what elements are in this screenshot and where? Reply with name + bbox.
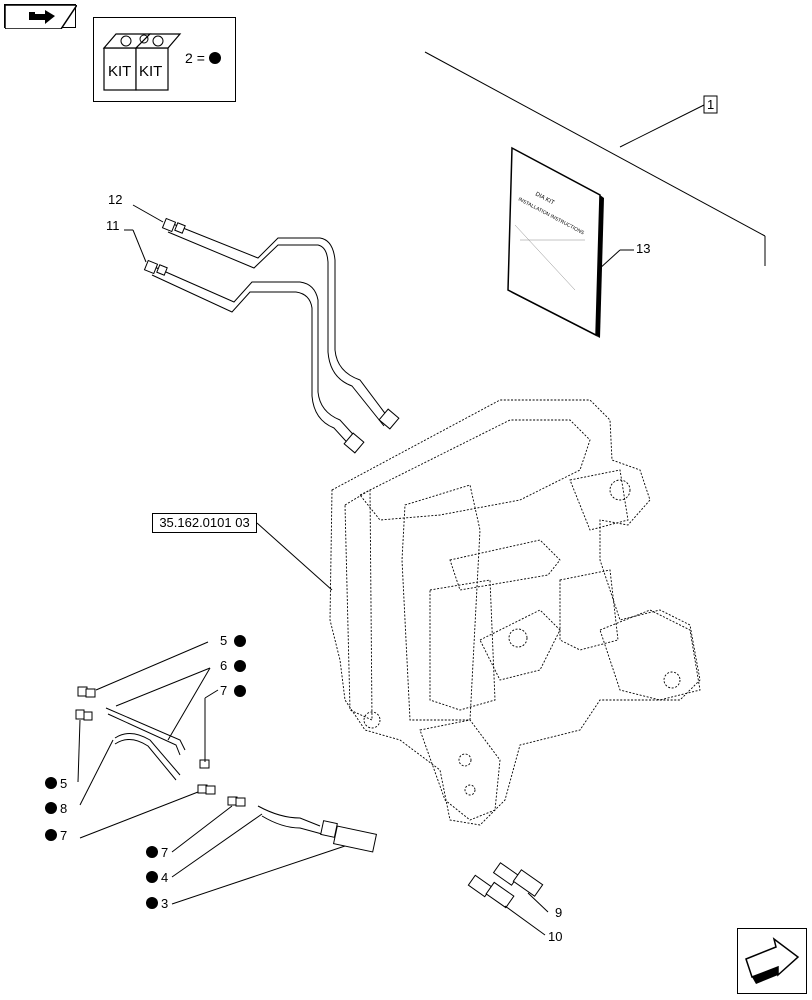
filled-circle-icon (146, 897, 158, 909)
callout-5-bottom: 5 (60, 776, 67, 791)
kit-label-1: KIT (108, 63, 131, 80)
forward-nav-button[interactable] (737, 928, 807, 994)
filled-circle-icon (45, 777, 57, 789)
callout-6: 6 (220, 658, 227, 673)
pipe-fittings (143, 217, 400, 454)
filled-circle-icon (234, 685, 246, 697)
booklet: DIA KIT INSTALLATION INSTRUCTIONS (507, 146, 604, 338)
callout-7-low: 7 (161, 845, 168, 860)
back-nav-button[interactable] (4, 4, 79, 30)
small-pipe-8 (114, 733, 181, 781)
pipe-11 (149, 264, 361, 451)
filled-circle-icon (234, 635, 246, 647)
callout-13: 13 (636, 241, 650, 256)
callout-11: 11 (106, 218, 120, 233)
sensors-9-10 (467, 862, 544, 909)
callout-1-box (703, 95, 718, 114)
filled-circle-icon (146, 846, 158, 858)
kit-legend: 2 = (185, 50, 221, 66)
forward-arrow-icon (745, 937, 800, 984)
callout-4: 4 (161, 870, 168, 885)
hitch-assembly (329, 399, 701, 826)
filled-circle-icon (45, 829, 57, 841)
reference-box[interactable]: 35.162.0101 03 (152, 513, 257, 533)
kit-icon: KIT KIT (102, 33, 182, 91)
pipe-12 (167, 221, 391, 427)
filled-circle-icon (234, 660, 246, 672)
filled-circle-icon (45, 802, 57, 814)
callout-10: 10 (548, 929, 562, 944)
callout-12: 12 (108, 192, 122, 207)
small-pipe-6 (105, 707, 186, 756)
callout-1: 1 (707, 97, 714, 112)
filled-circle-icon (146, 871, 158, 883)
hose-4 (257, 805, 323, 835)
callout-7-mid: 7 (60, 828, 67, 843)
adapters (75, 686, 246, 807)
callout-8: 8 (60, 801, 67, 816)
callout-3: 3 (161, 896, 168, 911)
filled-circle-icon (208, 52, 221, 64)
kit-bracket (424, 51, 766, 266)
callout-7-top: 7 (220, 683, 227, 698)
kit-label-2: KIT (139, 63, 162, 80)
callout-5-top: 5 (220, 633, 227, 648)
callout-leaders (77, 641, 549, 936)
kit-legend-sep: = (196, 50, 205, 66)
kit-legend-key: 2 (185, 50, 193, 66)
kit-box: KIT KIT (93, 17, 236, 102)
callout-9: 9 (555, 905, 562, 920)
coupler-3 (320, 820, 378, 853)
